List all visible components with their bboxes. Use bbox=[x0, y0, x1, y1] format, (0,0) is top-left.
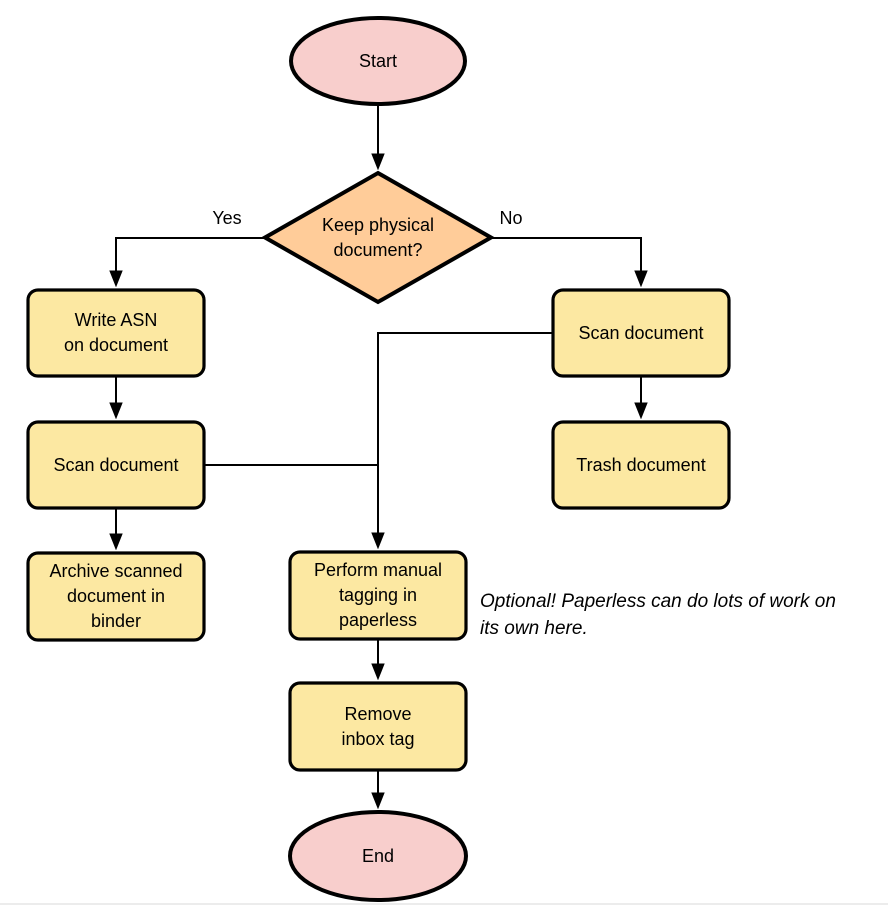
page-bottom-divider bbox=[0, 903, 888, 905]
manual-tagging-shape bbox=[288, 550, 468, 641]
edges bbox=[116, 104, 641, 805]
start-terminal-shape bbox=[289, 16, 467, 106]
decision-diamond-shape bbox=[260, 170, 496, 305]
scan-document-left-shape bbox=[26, 420, 206, 510]
scan-document-right-shape bbox=[551, 288, 731, 378]
edge-decision-no bbox=[491, 237, 641, 283]
edge-scanright-to-tagging bbox=[378, 332, 552, 545]
trash-document-shape bbox=[551, 420, 731, 510]
edge-decision-yes bbox=[116, 237, 265, 283]
archive-binder-shape bbox=[26, 551, 206, 642]
optional-annotation: Optional! Paperless can do lots of work … bbox=[480, 591, 836, 639]
write-asn-shape bbox=[26, 288, 206, 378]
end-terminal-shape bbox=[288, 810, 468, 902]
remove-inbox-tag-shape bbox=[288, 681, 468, 772]
